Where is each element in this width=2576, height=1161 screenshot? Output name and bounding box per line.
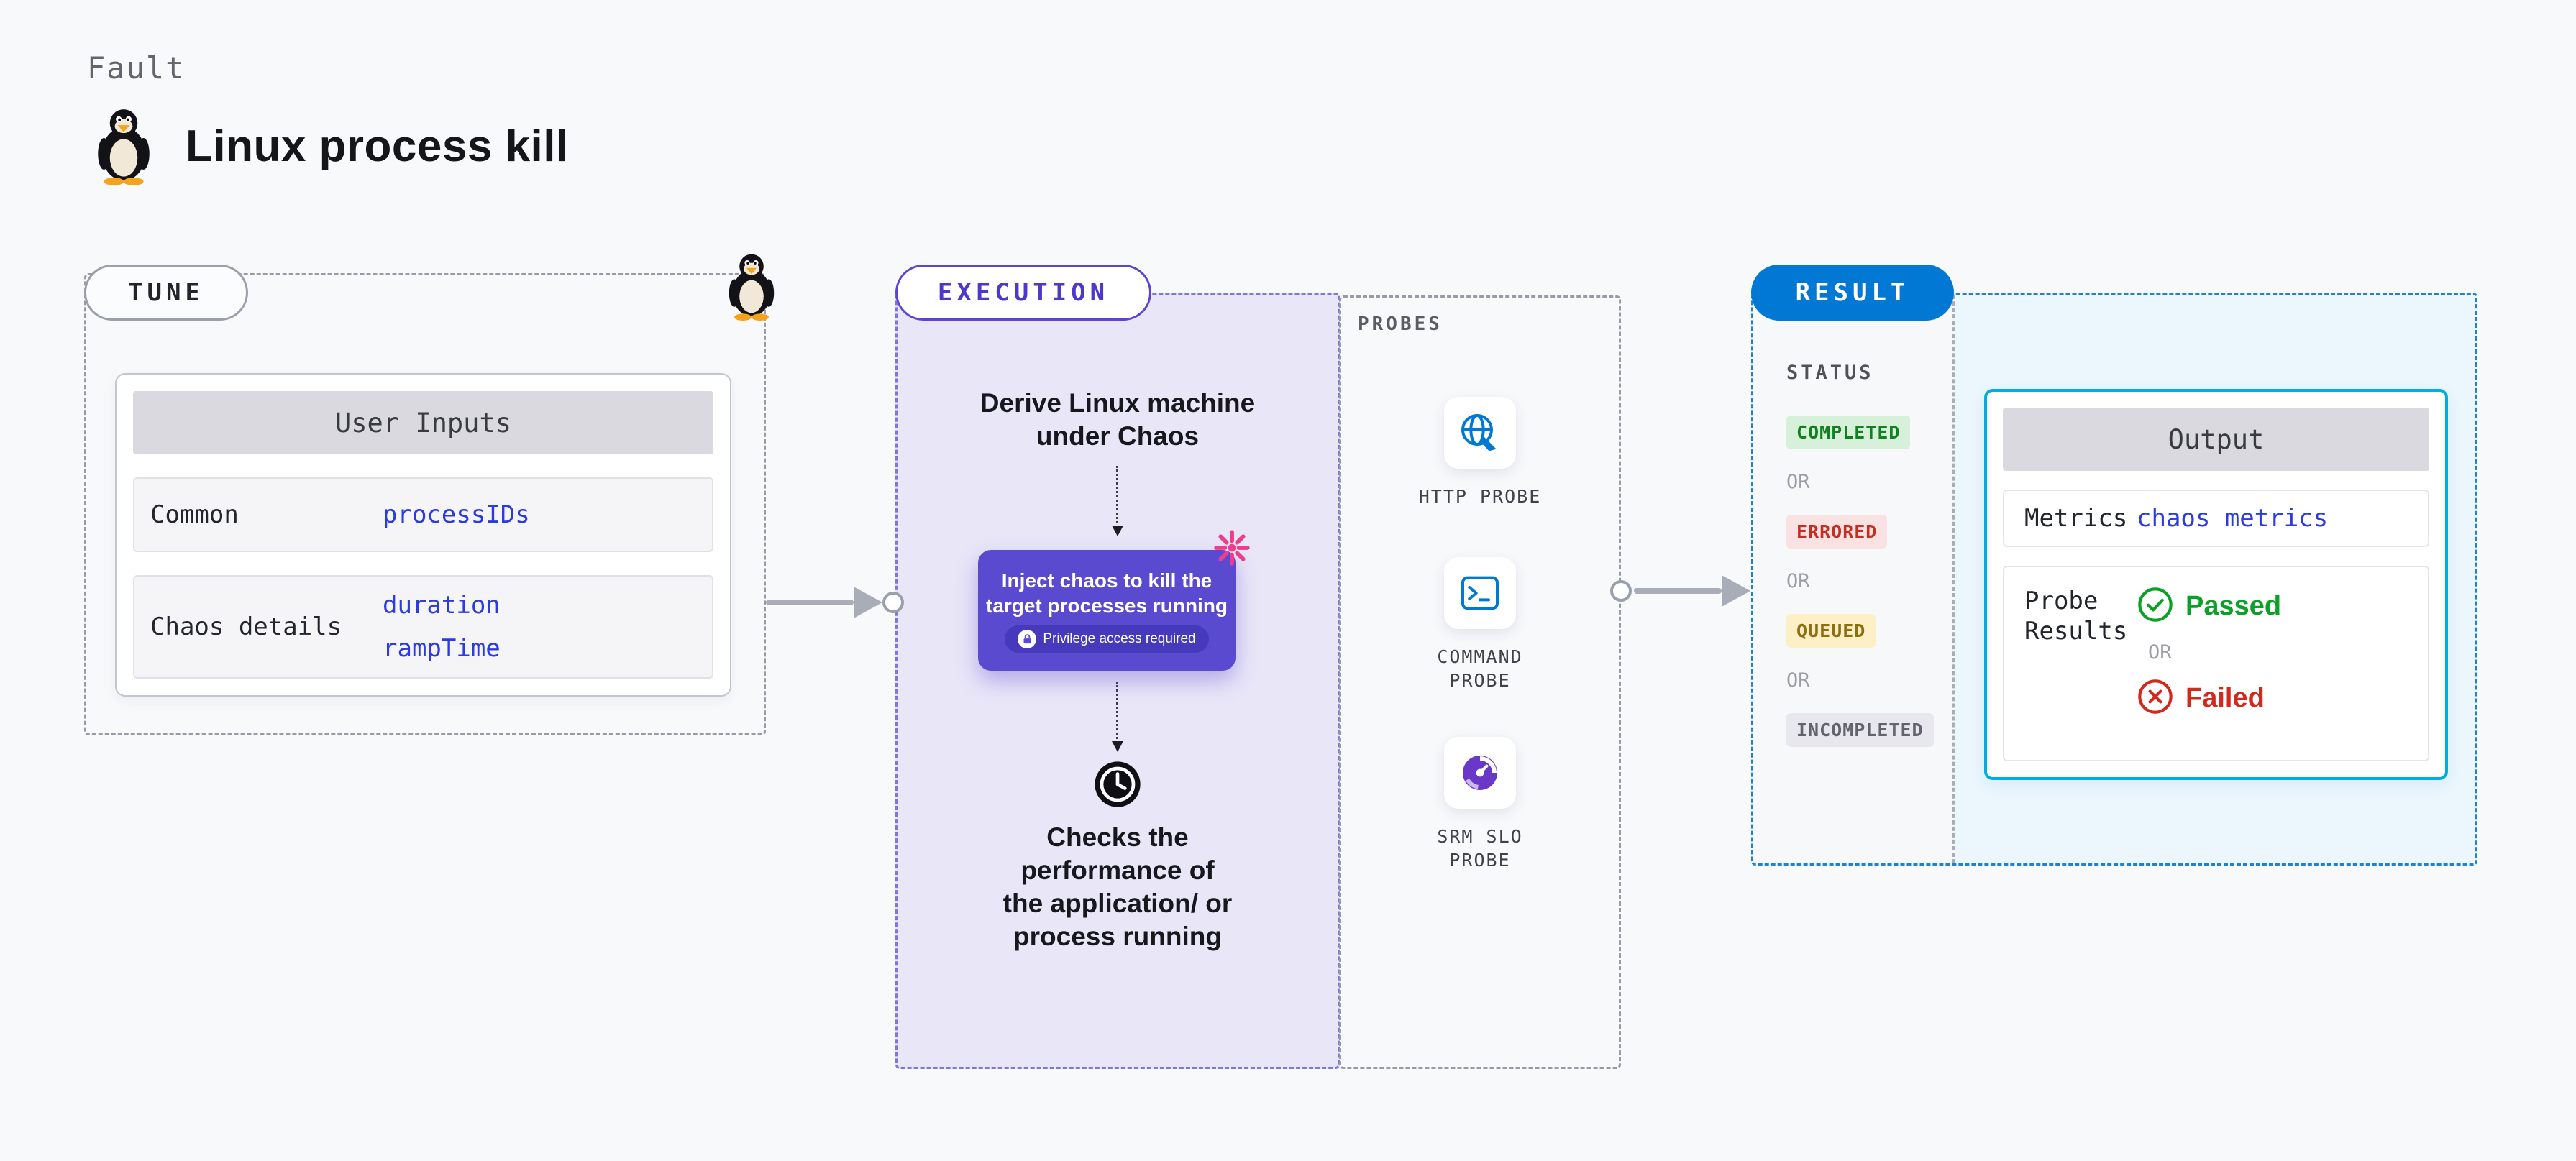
status-or-1: OR xyxy=(1786,471,1810,493)
passed-check-icon xyxy=(2137,586,2174,627)
derive-line-1: Derive Linux machine xyxy=(979,388,1256,418)
inject-chaos-box: Inject chaos to kill the target processe… xyxy=(978,550,1236,671)
chaos-details-row-label: Chaos details xyxy=(150,612,342,641)
status-badge-completed: COMPLETED xyxy=(1786,416,1911,449)
process-ids-value: processIDs xyxy=(383,500,530,529)
srm-slo-probe-item: SRM SLO PROBE xyxy=(1375,737,1585,872)
tune-stage-pill: TUNE xyxy=(84,265,248,321)
execution-to-result-arrow-head xyxy=(1722,575,1750,607)
probes-section-box xyxy=(1339,295,1621,1069)
chaos-details-row: Chaos details duration rampTime xyxy=(133,575,713,679)
srm-slo-probe-label: SRM SLO PROBE xyxy=(1437,826,1523,871)
common-row-values: processIDs xyxy=(383,486,530,543)
command-probe-item: COMMAND PROBE xyxy=(1375,557,1585,692)
status-label: STATUS xyxy=(1786,362,1874,384)
linux-tux-icon xyxy=(89,106,158,185)
checks-line-1: Checks the xyxy=(1046,822,1189,852)
status-stack: COMPLETED OR ERRORED OR QUEUED OR INCOMP… xyxy=(1786,416,1952,747)
common-row-label: Common xyxy=(150,500,239,529)
privilege-label: Privilege access required xyxy=(1043,631,1196,646)
http-probe-item: HTTP PROBE xyxy=(1375,397,1585,508)
execution-stage-pill: EXECUTION xyxy=(895,265,1151,321)
http-probe-icon xyxy=(1444,397,1516,469)
chaos-metrics-value: chaos metrics xyxy=(2137,504,2329,533)
passed-label: Passed xyxy=(2186,591,2282,621)
metrics-row: Metrics chaos metrics xyxy=(2003,490,2429,547)
passed-item: Passed xyxy=(2137,586,2281,627)
failed-label: Failed xyxy=(2186,683,2265,713)
checks-performance-text: Checks the performance of the applicatio… xyxy=(952,821,1283,953)
duration-value: duration xyxy=(383,591,501,620)
status-badge-queued: QUEUED xyxy=(1786,614,1876,648)
title-row: Linux process kill xyxy=(89,106,569,185)
tune-section-box xyxy=(84,273,766,735)
derive-line-2: under Chaos xyxy=(1036,421,1200,451)
checks-line-2: performance of xyxy=(1020,855,1215,885)
status-badge-incompleted: INCOMPLETED xyxy=(1786,713,1934,747)
execution-section-box xyxy=(895,293,1340,1069)
status-column: STATUS COMPLETED OR ERRORED OR QUEUED OR… xyxy=(1753,295,1955,863)
inject-line-2: target processes running xyxy=(985,595,1228,617)
inject-line-1: Inject chaos to kill the xyxy=(1001,569,1212,592)
fault-label: Fault xyxy=(87,50,186,86)
inject-chaos-text: Inject chaos to kill the target processe… xyxy=(986,568,1228,618)
tune-to-execution-arrow-line xyxy=(766,600,854,605)
output-card: Output Metrics chaos metrics Probe Resul… xyxy=(1984,389,2448,780)
command-probe-icon xyxy=(1444,557,1516,629)
failed-x-icon xyxy=(2137,678,2174,719)
metrics-label: Metrics xyxy=(2024,504,2128,533)
derive-to-inject-arrow xyxy=(1112,466,1123,536)
probes-connector-dot xyxy=(1610,580,1632,602)
command-probe-label: COMMAND PROBE xyxy=(1437,646,1523,691)
user-inputs-header: User Inputs xyxy=(133,391,713,454)
probe-results-row: Probe Results Passed OR xyxy=(2003,566,2429,761)
ramptime-value: rampTime xyxy=(383,634,501,663)
derive-machine-text: Derive Linux machine under Chaos xyxy=(952,387,1283,453)
http-probe-label: HTTP PROBE xyxy=(1418,486,1542,507)
privilege-pill: Privilege access required xyxy=(1005,625,1209,653)
checks-line-3: the application/ or xyxy=(1002,889,1233,918)
page-title: Linux process kill xyxy=(186,121,569,171)
inject-to-checks-arrow xyxy=(1112,682,1123,752)
status-or-2: OR xyxy=(1786,570,1810,592)
execution-connector-dot xyxy=(882,592,904,613)
clock-icon xyxy=(1094,761,1141,808)
probe-results-label: Probe Results xyxy=(2024,587,2128,646)
result-stage-pill: RESULT xyxy=(1751,265,1954,321)
checks-line-4: process running xyxy=(1013,922,1222,951)
srm-slo-probe-icon xyxy=(1444,737,1516,809)
status-badge-errored: ERRORED xyxy=(1786,515,1888,549)
user-inputs-card: User Inputs Common processIDs Chaos deta… xyxy=(115,373,731,697)
common-inputs-row: Common processIDs xyxy=(133,477,713,552)
output-header: Output xyxy=(2003,408,2429,471)
execution-to-result-arrow-line xyxy=(1634,588,1722,594)
tune-to-execution-arrow-head xyxy=(854,587,882,618)
probe-results-stack: Passed OR Failed xyxy=(2137,586,2281,719)
lock-icon xyxy=(1018,630,1037,648)
probes-panel-label: PROBES xyxy=(1358,313,1443,335)
tune-tux-icon xyxy=(722,252,781,321)
chaos-details-row-values: duration rampTime xyxy=(383,577,501,677)
chaos-spark-icon xyxy=(1211,527,1253,569)
failed-item: Failed xyxy=(2137,678,2281,719)
results-or: OR xyxy=(2148,641,2172,664)
status-or-3: OR xyxy=(1786,669,1810,692)
